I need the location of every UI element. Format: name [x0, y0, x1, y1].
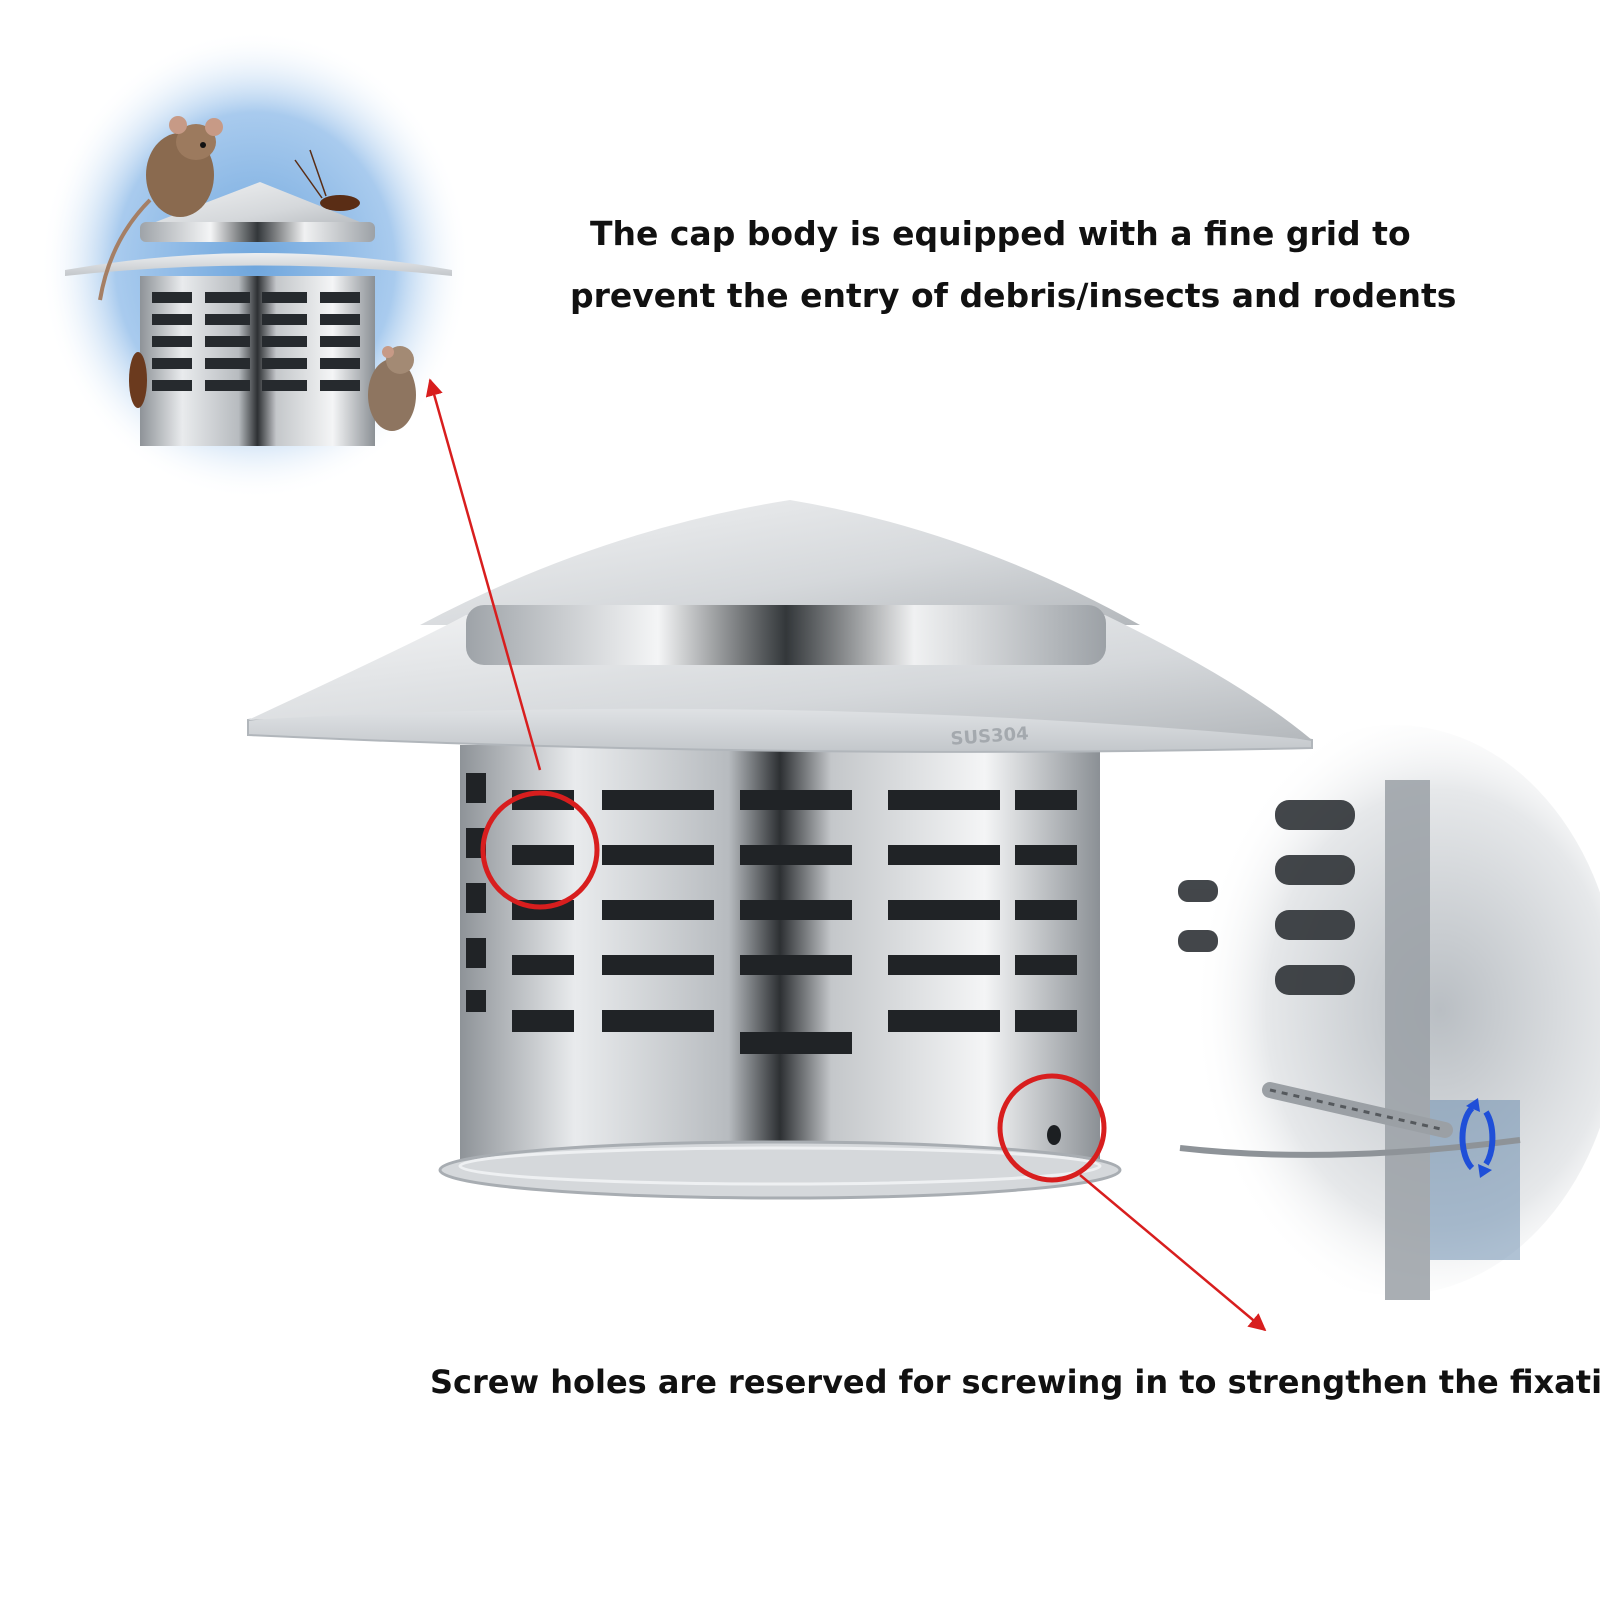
- mouse-icon: [368, 346, 416, 431]
- grid-caption-line-2: prevent the entry of debris/insects and …: [570, 276, 1457, 315]
- rotate-arrow-icon: [1459, 1098, 1496, 1178]
- grid-callout-arrow: [425, 378, 542, 771]
- screw-holes-caption: Screw holes are reserved for screwing in…: [430, 1363, 1600, 1401]
- bug-icon: [129, 352, 147, 408]
- cockroach-icon: [294, 149, 360, 211]
- grid-caption-line-1: The cap body is equipped with a fine gri…: [590, 214, 1411, 253]
- screw-callout-arrow: [1079, 1174, 1267, 1332]
- chimney-cap-image: SUS304: [247, 500, 1313, 1200]
- screw-fixation-inset-image: [1170, 725, 1600, 1300]
- annotations: [425, 378, 1267, 1332]
- vent-grid: [466, 773, 1077, 1054]
- screw-hole: [1047, 1125, 1061, 1145]
- grid-caption: The cap body is equipped with a fine gri…: [570, 203, 1457, 327]
- rodent-inset-image: [40, 30, 470, 500]
- grid-highlight-circle-icon: [480, 790, 600, 910]
- mouse-icon: [98, 116, 223, 301]
- screw-hole-highlight-circle-icon: [997, 1073, 1107, 1183]
